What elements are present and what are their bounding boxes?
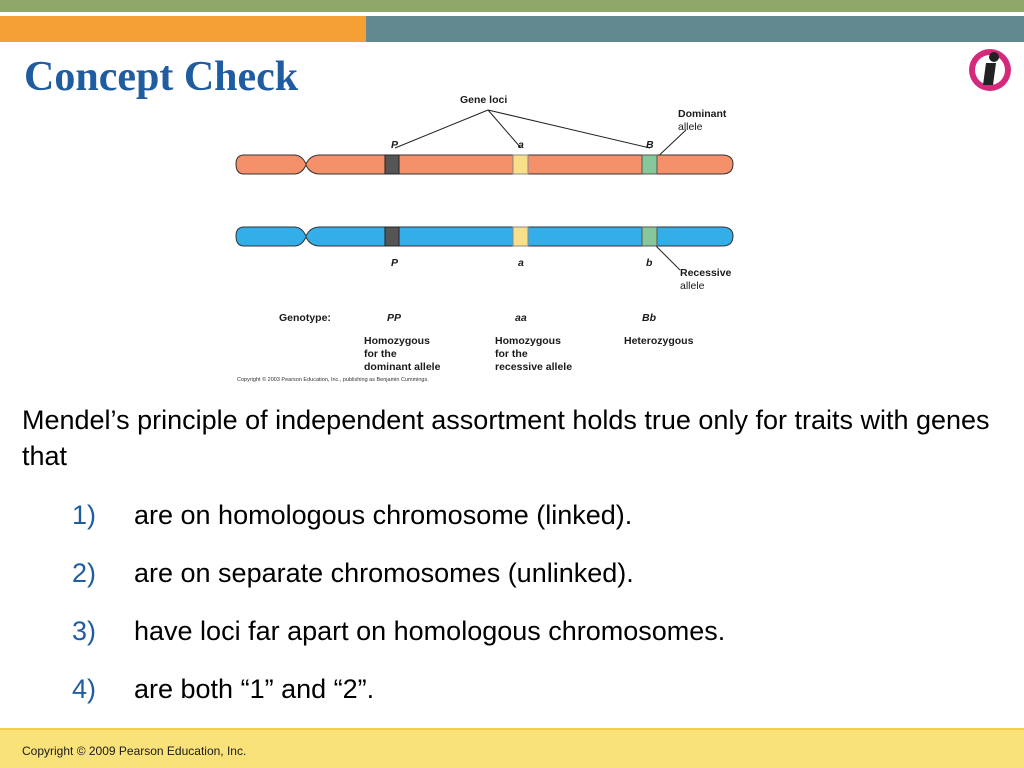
recessive-allele-label-2: allele <box>680 280 705 292</box>
diagram-copyright: Copyright © 2003 Pearson Education, Inc.… <box>237 377 429 383</box>
option-number: 1) <box>72 500 97 530</box>
option-text: have loci far apart on homologous chromo… <box>134 616 726 646</box>
question-text: Mendel’s principle of independent assort… <box>22 405 990 471</box>
footer-bar: Copyright © 2009 Pearson Education, Inc. <box>0 728 1024 768</box>
genotype-label: Genotype: <box>279 312 331 324</box>
dominant-allele-label-2: allele <box>678 121 703 133</box>
option-number: 4) <box>72 674 97 704</box>
answer-option[interactable]: 1) are on homologous chromosome (linked)… <box>0 500 1024 540</box>
option-number: 2) <box>72 558 97 588</box>
slide-title: Concept Check <box>24 54 299 100</box>
info-person-icon <box>966 44 1016 94</box>
option-text: are on separate chromosomes (unlinked). <box>134 558 634 588</box>
description-3: Heterozygous <box>624 335 694 347</box>
header-stripe-teal <box>366 16 1024 42</box>
gene-loci-label: Gene loci <box>460 94 508 106</box>
genotype-2: aa <box>515 312 527 324</box>
genotype-1: PP <box>387 312 402 324</box>
footer-copyright: Copyright © 2009 Pearson Education, Inc. <box>22 744 247 758</box>
header-stripe-orange <box>0 16 366 42</box>
option-number: 3) <box>72 616 97 646</box>
bottom-allele-3: b <box>646 257 653 269</box>
top-allele-3: B <box>646 139 654 151</box>
chromosome-top <box>235 154 734 175</box>
answer-option[interactable]: 3) have loci far apart on homologous chr… <box>0 616 1024 656</box>
description-2: Homozygous for the recessive allele <box>495 335 573 374</box>
top-allele-1: P <box>391 139 399 151</box>
header-stripe-green <box>0 0 1024 12</box>
chromosome-bottom <box>235 226 734 247</box>
recessive-allele-label: Recessive <box>680 267 732 279</box>
answer-option[interactable]: 2) are on separate chromosomes (unlinked… <box>0 558 1024 598</box>
answer-option[interactable]: 4) are both “1” and “2”. <box>0 674 1024 714</box>
bottom-allele-1: P <box>391 257 399 269</box>
bottom-allele-2: a <box>518 257 524 269</box>
option-text: are both “1” and “2”. <box>134 674 375 704</box>
genotype-3: Bb <box>642 312 656 324</box>
dominant-allele-label: Dominant <box>678 108 727 120</box>
option-text: are on homologous chromosome (linked). <box>134 500 633 530</box>
chromosome-diagram: Gene loci Dominant allele P a B P a b Re… <box>230 88 760 388</box>
description-1: Homozygous for the dominant allele <box>364 335 441 374</box>
top-allele-2: a <box>518 139 524 151</box>
